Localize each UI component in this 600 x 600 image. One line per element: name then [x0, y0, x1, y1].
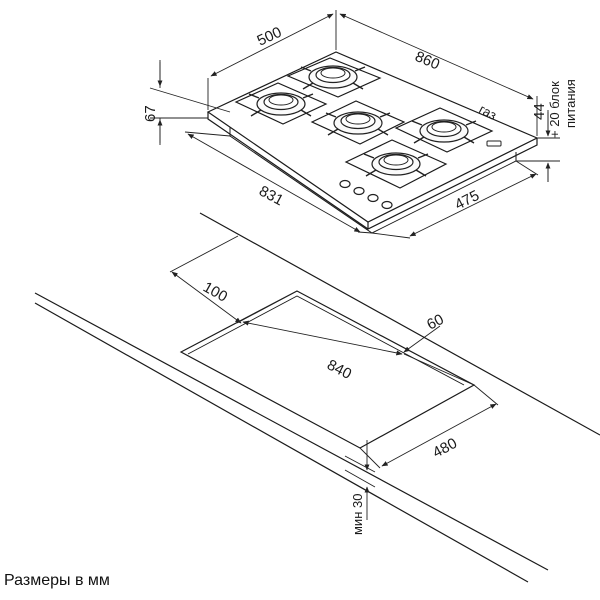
countertop-back-edge — [199, 212, 600, 436]
knob-2 — [353, 186, 365, 196]
dim-500: 500 — [255, 24, 285, 50]
cutout-inner-edge — [187, 295, 465, 386]
countertop-drawing — [34, 212, 600, 583]
dim-840: 840 — [324, 356, 354, 383]
dim-power-line2: питания — [563, 79, 578, 128]
dim-60: 60 — [424, 311, 447, 334]
dim-831: 831 — [256, 183, 286, 210]
pan-support-5 — [344, 139, 448, 189]
dim-100: 100 — [200, 279, 230, 306]
dim-min30: мин 30 — [350, 494, 365, 535]
dim-44: 44 — [531, 103, 548, 120]
dim-67: 67 — [142, 105, 159, 122]
dim-860: 860 — [412, 48, 442, 73]
knob-4 — [381, 200, 393, 210]
pan-support-4 — [394, 107, 494, 153]
knob-3 — [367, 193, 379, 203]
hob-dimension-lines — [149, 10, 560, 239]
cutout-dimension-lines — [169, 235, 499, 520]
gas-label: газ — [477, 101, 500, 122]
dim-480: 480 — [430, 435, 460, 462]
countertop-front-edge-lower — [34, 302, 529, 583]
units-caption: Размеры в мм — [4, 572, 110, 589]
knob-1 — [339, 179, 351, 189]
dim-power-line1: + 20 блок — [547, 81, 562, 138]
pan-support-2 — [234, 82, 328, 125]
gas-connector — [486, 140, 502, 147]
countertop-front-edge — [34, 292, 549, 571]
